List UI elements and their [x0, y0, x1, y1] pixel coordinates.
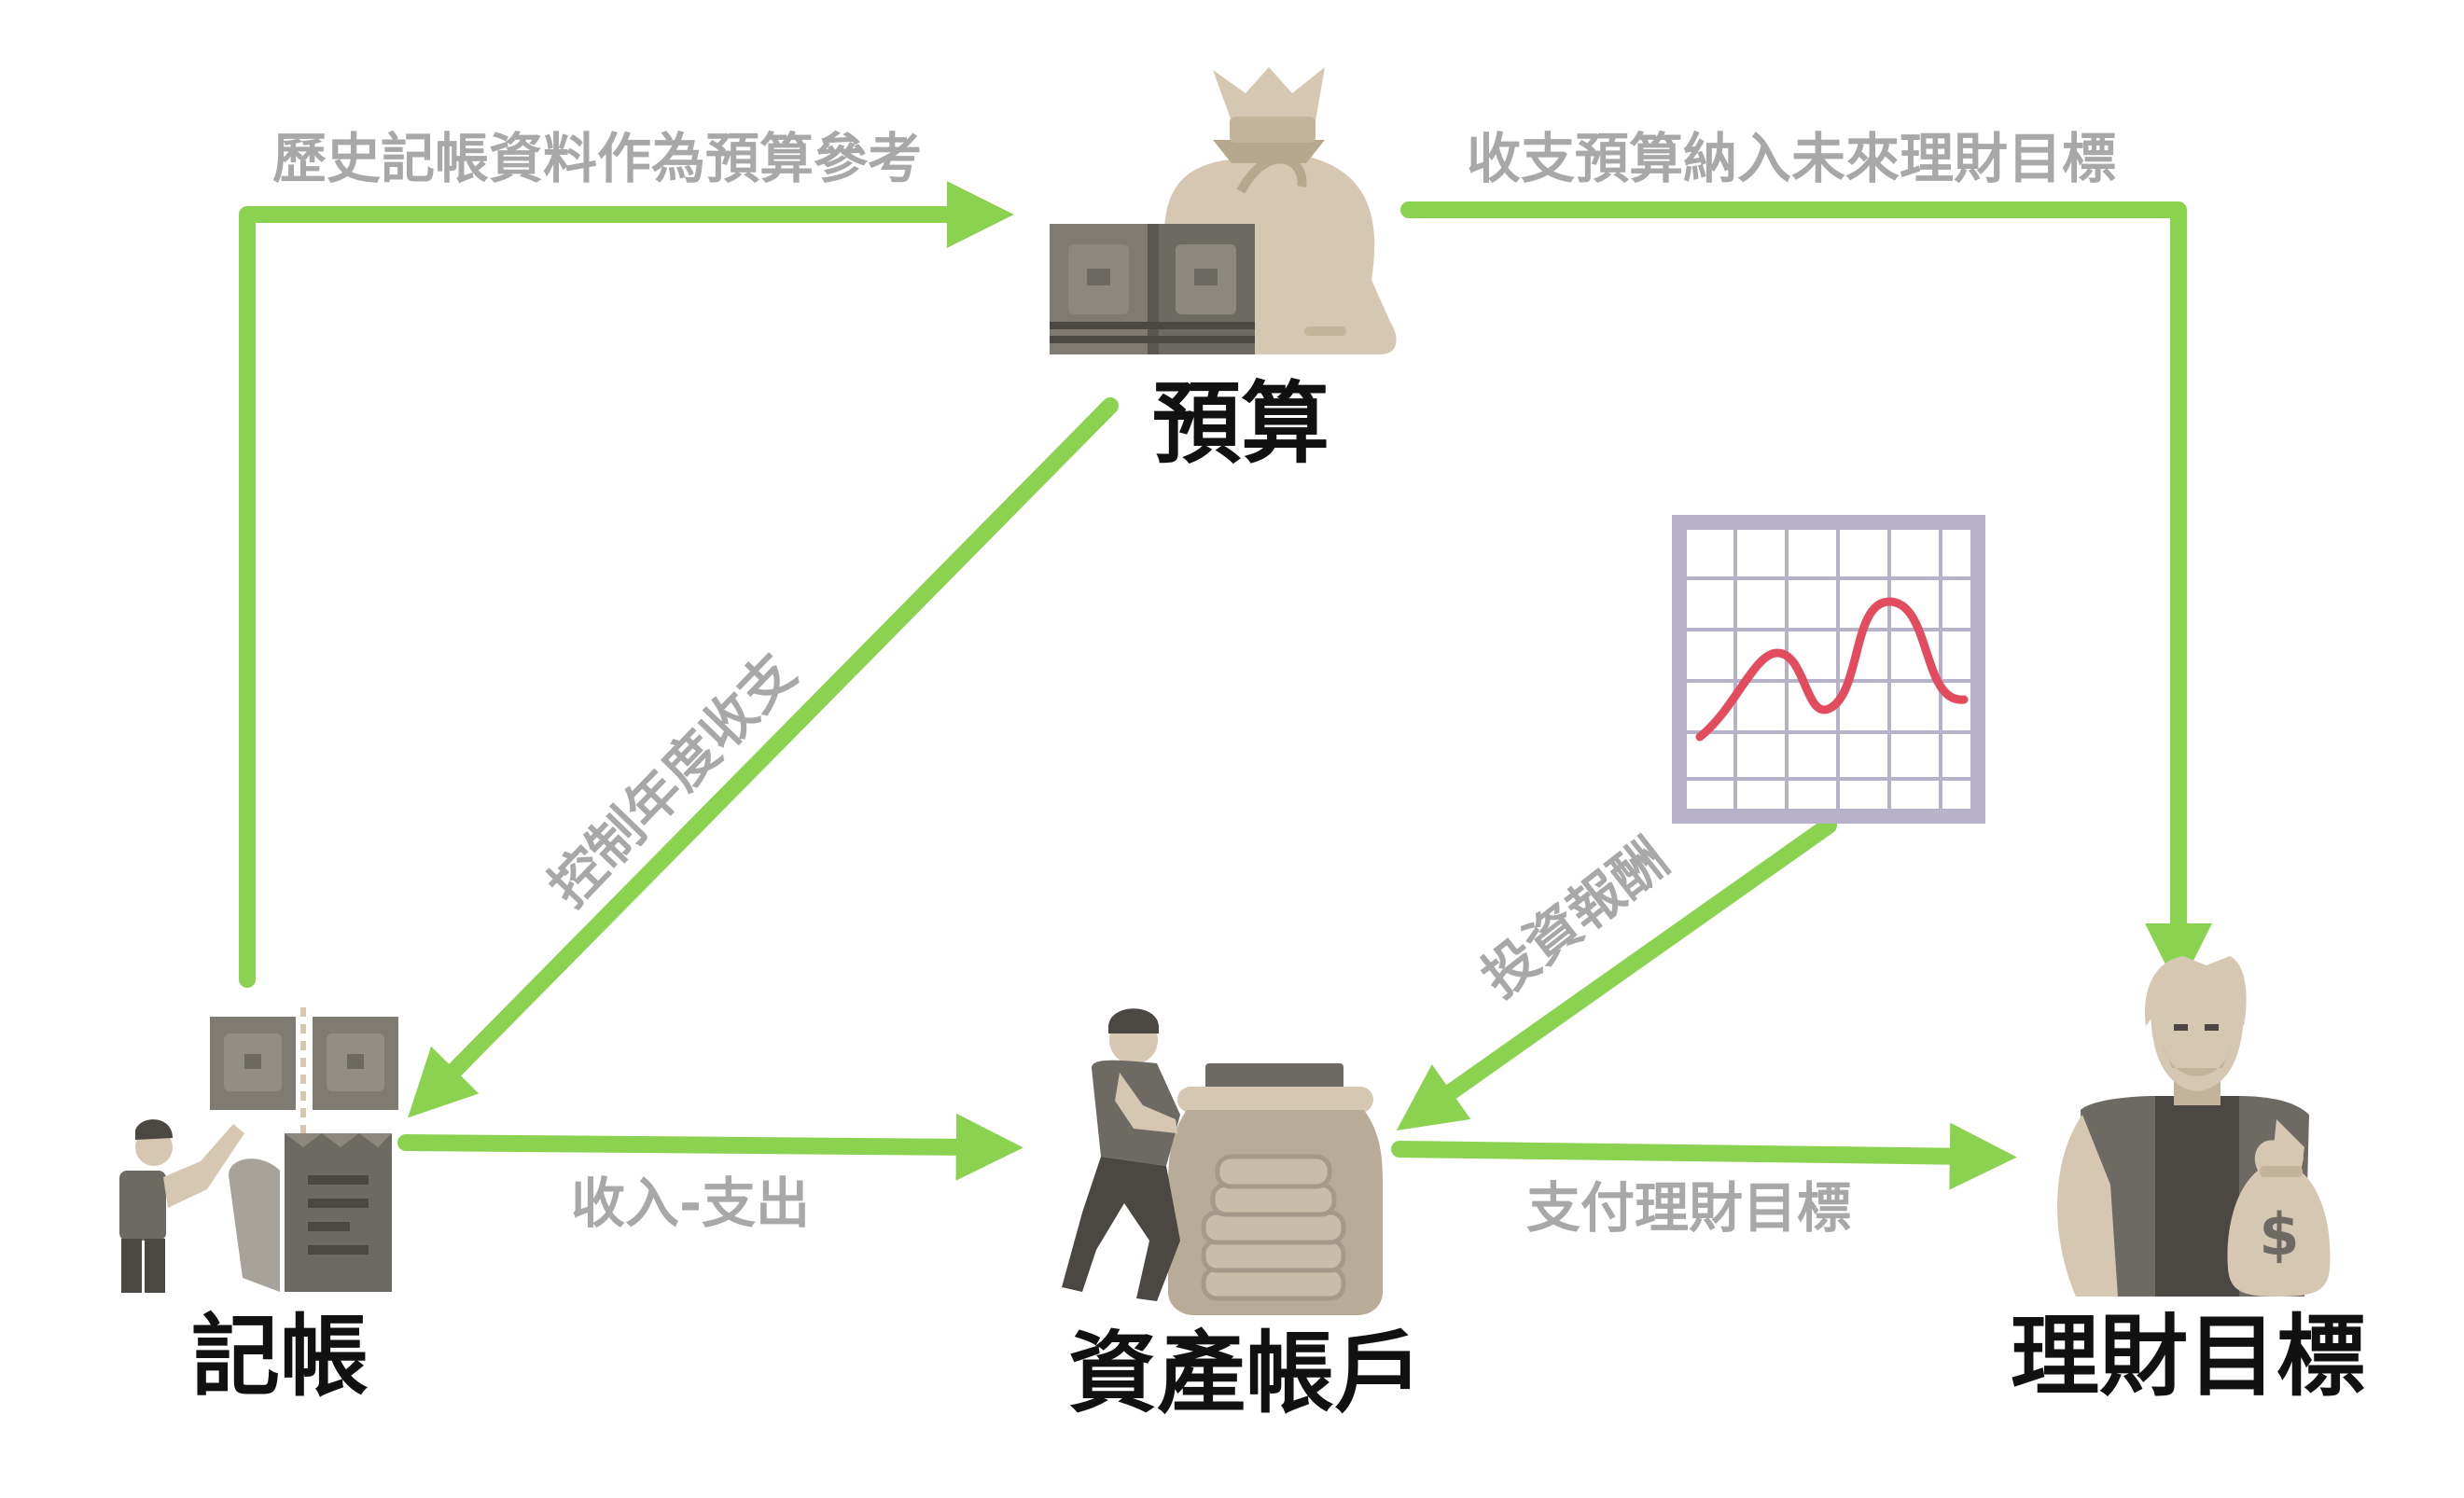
- node-label-budget: 預算: [1152, 373, 1329, 476]
- edge-label-investment-return: 投資報酬: [1469, 826, 1679, 1009]
- arrow-history-to-budget: [239, 181, 1014, 988]
- arrow-bookkeeping-to-asset: [397, 1113, 1023, 1181]
- edge-label-income-minus-expense: 收入-支出: [571, 1172, 810, 1235]
- man-with-money-bag-icon: $: [2057, 956, 2331, 1297]
- arrow-budget-to-bookkeeping: [408, 397, 1119, 1118]
- node-label-asset-account: 資產帳戶: [1068, 1323, 1423, 1425]
- line-chart-icon: [1672, 515, 1985, 824]
- person-with-receipt-icon: [119, 1007, 398, 1293]
- edge-label-history-to-budget: 歷史記帳資料作為預算參考: [272, 127, 922, 190]
- person-with-coin-jar-icon: [1062, 1008, 1383, 1315]
- dollar-sign-icon: $: [2259, 1200, 2299, 1269]
- edge-label-pay-goal: 支付理財目標: [1526, 1176, 1851, 1240]
- money-bag-and-cash-icon: [1050, 67, 1397, 354]
- node-label-financial-goal: 理財目標: [2011, 1306, 2365, 1408]
- edge-label-budget-to-goal: 收支預算納入未來理財目標: [1467, 127, 2116, 190]
- node-label-bookkeeping: 記帳: [191, 1306, 369, 1408]
- arrows: [239, 181, 2212, 1190]
- arrow-investment-to-asset: [1396, 817, 1837, 1130]
- arrow-budget-to-goal: [1400, 201, 2212, 991]
- arrow-asset-to-goal: [1391, 1122, 2017, 1190]
- edge-label-control-expenses: 控制年度收支: [536, 641, 808, 919]
